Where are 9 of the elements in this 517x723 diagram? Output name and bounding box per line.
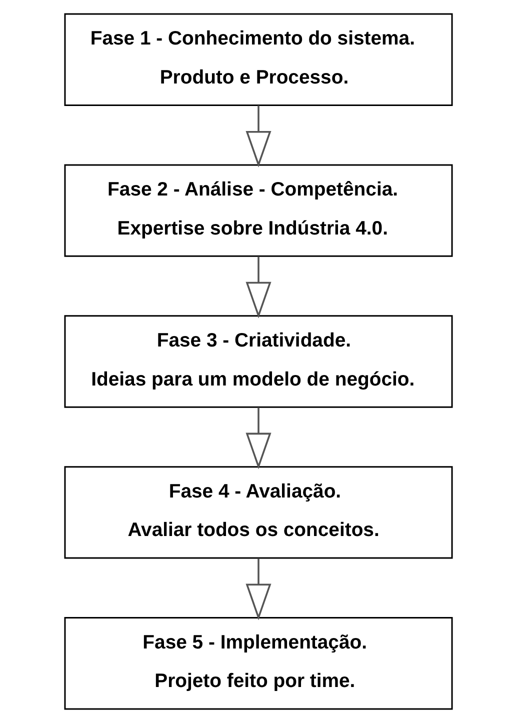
node-box: Fase 1 - Conhecimento do sistema. Produto e Processo. <box>64 13 453 106</box>
node-box: Fase 3 - Criatividade. Ideias para um modelo de negócio. <box>64 315 453 408</box>
arrow <box>246 407 272 470</box>
arrow <box>246 558 272 620</box>
node-box: Fase 2 - Análise - Competência. Expertise sobre Indústria 4.0. <box>64 164 453 257</box>
node-box: Fase 5 - Implementação. Projeto feito por time. <box>64 617 453 710</box>
arrow <box>246 106 272 168</box>
arrow <box>246 256 272 318</box>
node-box: Fase 4 - Avaliação. Avaliar todos os conceitos. <box>64 466 453 559</box>
